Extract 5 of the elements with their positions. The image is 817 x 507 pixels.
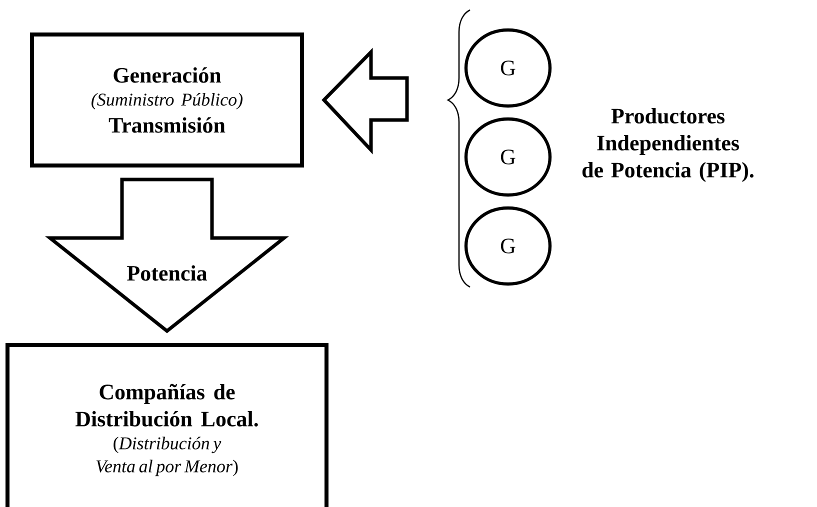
process-box: Compañías de Distribución Local. (Distribución y Venta al por Menor) — [6, 343, 328, 507]
edge-label: Potencia — [127, 265, 207, 281]
group-label: Productores Independientes de Potencia (PIP). — [582, 108, 754, 182]
process-box: Generación (Suministro Público) Transmisión — [30, 32, 304, 168]
block-arrow — [44, 178, 290, 334]
